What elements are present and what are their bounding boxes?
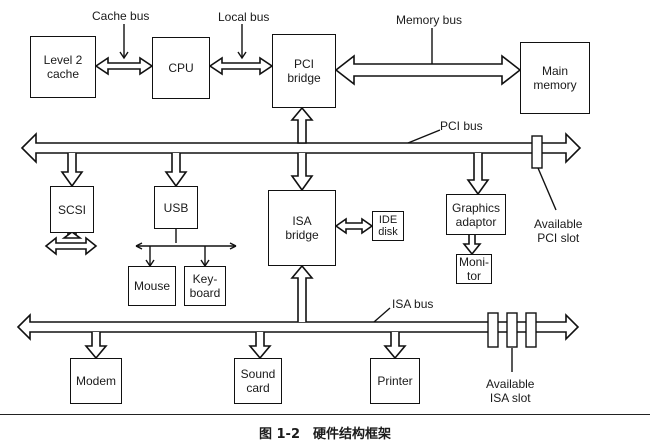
- pci-bus-leader: [407, 129, 441, 144]
- ide-disk-label: IDE disk: [378, 214, 398, 238]
- isa-to-sound-arrow: [248, 332, 272, 360]
- main-memory-label: Main memory: [533, 64, 577, 92]
- isa-slot: [525, 312, 537, 348]
- keyboard-box: Key- board: [184, 266, 226, 306]
- cpu-label: CPU: [168, 61, 194, 75]
- isa-to-bridge-arrow: [290, 264, 314, 322]
- sound-card-box: Sound card: [234, 358, 282, 404]
- modem-box: Modem: [70, 358, 122, 404]
- isa-bus-leader: [373, 307, 391, 323]
- usb-box: USB: [154, 186, 198, 229]
- printer-box: Printer: [370, 358, 420, 404]
- modem-label: Modem: [75, 374, 116, 388]
- pci-bus-label: PCI bus: [440, 119, 483, 133]
- isa-bus-arrow: [16, 313, 580, 341]
- bridge-to-pci-arrow: [290, 106, 314, 144]
- usb-label: USB: [163, 200, 189, 215]
- scsi-box: SCSI: [50, 186, 94, 233]
- memory-bus-label: Memory bus: [396, 13, 463, 27]
- keyboard-label: Key- board: [189, 272, 221, 300]
- sound-card-label: Sound card: [240, 367, 276, 395]
- caption-rule: [0, 414, 650, 415]
- scsi-device-arrow: [44, 236, 98, 256]
- pci-to-graphics-arrow: [466, 153, 490, 196]
- scsi-label: SCSI: [57, 202, 86, 217]
- isa-bridge-label: ISA bridge: [285, 214, 319, 242]
- pci-to-scsi-arrow: [60, 153, 84, 188]
- isa-to-printer-arrow: [383, 332, 407, 360]
- pci-bridge-box: PCI bridge: [272, 34, 336, 108]
- isa-bridge-box: ISA bridge: [268, 190, 336, 266]
- pci-slot: [531, 135, 543, 169]
- isa-slot: [487, 312, 499, 348]
- main-memory-box: Main memory: [520, 42, 590, 114]
- graphics-to-monitor-arrow: [462, 235, 482, 256]
- local-bus-label: Local bus: [218, 10, 270, 24]
- pci-bus-arrow: [20, 132, 582, 164]
- isa-to-modem-arrow: [84, 332, 108, 360]
- pci-slot-leader: [537, 167, 557, 211]
- graphics-adaptor-label: Graphics adaptor: [451, 200, 501, 229]
- isa-bus-label: ISA bus: [392, 297, 434, 311]
- cache-bus-label: Cache bus: [92, 9, 150, 23]
- mouse-box: Mouse: [128, 266, 176, 306]
- cache-bus-arrow: [94, 56, 154, 76]
- printer-label: Printer: [377, 374, 413, 388]
- ide-link-arrow: [334, 217, 374, 235]
- mouse-label: Mouse: [133, 279, 171, 293]
- pci-bridge-label: PCI bridge: [287, 57, 321, 85]
- cpu-box: CPU: [152, 37, 210, 99]
- monitor-label: Moni- tor: [458, 255, 489, 283]
- figure-caption: 图 1-2 硬件结构框架: [258, 427, 391, 442]
- available-isa-slot-label: Available ISA slot: [486, 377, 535, 405]
- pci-to-isa-bridge-arrow: [290, 153, 314, 192]
- level2-cache-label: Level 2 cache: [43, 53, 83, 81]
- local-bus-arrow: [208, 56, 274, 76]
- memory-bus-arrow: [334, 54, 522, 86]
- isa-slot: [506, 312, 518, 348]
- graphics-adaptor-box: Graphics adaptor: [446, 194, 506, 235]
- scsi-stub: [61, 231, 83, 239]
- pci-to-usb-arrow: [164, 153, 188, 188]
- monitor-box: Moni- tor: [456, 254, 492, 284]
- ide-disk-box: IDE disk: [372, 211, 404, 241]
- level2-cache-box: Level 2 cache: [30, 36, 96, 98]
- available-pci-slot-label: Available PCI slot: [534, 217, 583, 245]
